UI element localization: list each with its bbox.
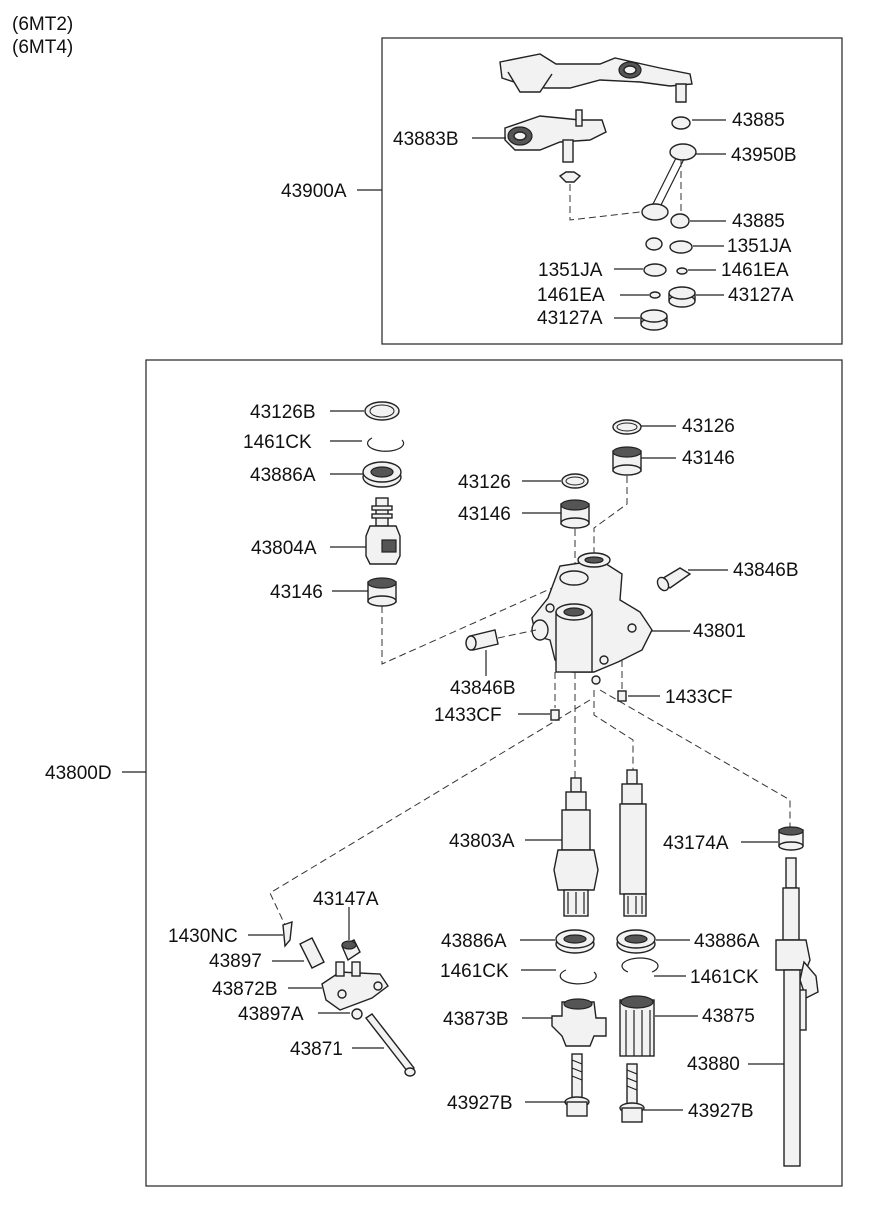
part-43126-center — [561, 473, 589, 489]
label-43804a: 43804A — [251, 538, 317, 559]
part-43146-right — [612, 446, 642, 476]
part-43127a-right — [668, 286, 696, 308]
part-43174a — [778, 826, 804, 851]
part-43927b-right — [619, 1063, 645, 1123]
variant-label-6mt2: (6MT2) — [12, 14, 74, 35]
part-1461ea-right — [676, 267, 688, 275]
label-43127a-right: 43127A — [728, 285, 794, 306]
part-43846b-left — [465, 629, 537, 651]
part-43875-gear — [619, 995, 655, 1057]
part-1351ja-upper-left — [645, 237, 663, 251]
label-43146-left: 43146 — [270, 582, 323, 603]
label-43927b-right: 43927B — [688, 1101, 754, 1122]
part-1461ea-left — [649, 291, 661, 299]
part-1461ck-right — [621, 957, 659, 973]
label-1351ja-right: 1351JA — [727, 236, 792, 257]
label-43886a-right: 43886A — [694, 931, 760, 952]
label-1461ck-right: 1461CK — [690, 967, 759, 988]
part-43897a — [351, 1008, 363, 1020]
label-43885-lower: 43885 — [732, 211, 785, 232]
part-43804a — [365, 497, 401, 565]
label-43875: 43875 — [702, 1006, 755, 1027]
label-43886a-left: 43886A — [441, 931, 507, 952]
label-43800d: 43800D — [45, 763, 112, 784]
assembly-frame-43800d — [145, 359, 843, 1187]
part-43146-center — [560, 499, 590, 529]
label-43883b: 43883B — [393, 129, 459, 150]
part-output-shaft — [619, 769, 647, 917]
part-1433cf-left — [550, 709, 560, 721]
label-1461ea-left: 1461EA — [537, 285, 605, 306]
part-43873b — [551, 998, 607, 1047]
part-43126-right — [612, 419, 642, 435]
part-43885-upper — [671, 116, 691, 130]
label-43846b-right: 43846B — [733, 560, 799, 581]
label-1461ck-top: 1461CK — [243, 432, 312, 453]
part-43950b — [641, 143, 697, 221]
part-43897 — [299, 937, 325, 969]
part-43886a-top — [362, 461, 402, 488]
label-43126-center: 43126 — [458, 472, 511, 493]
part-43880-rail — [775, 857, 819, 1167]
part-1430nc-pin — [282, 920, 293, 948]
label-43885-upper: 43885 — [732, 110, 785, 131]
label-1461ea-right: 1461EA — [721, 260, 789, 281]
part-43872b — [321, 961, 389, 1011]
label-43801: 43801 — [693, 621, 746, 642]
label-43871: 43871 — [290, 1039, 343, 1060]
part-1351ja-left — [643, 263, 667, 277]
label-43146-center: 43146 — [458, 504, 511, 525]
label-43950b: 43950B — [731, 145, 797, 166]
part-43147a — [341, 939, 361, 962]
label-43126b: 43126B — [250, 402, 316, 423]
label-1433cf-right: 1433CF — [665, 687, 733, 708]
part-43801-housing — [531, 552, 653, 685]
label-43873b: 43873B — [443, 1009, 509, 1030]
part-43886a-left — [555, 929, 595, 954]
part-43846b-right — [656, 567, 692, 592]
assembly-frame-43900a — [381, 37, 843, 345]
part-43127a-left — [640, 309, 668, 331]
part-43871-pin — [364, 1013, 416, 1077]
label-43886a-top: 43886A — [250, 465, 316, 486]
label-43174a: 43174A — [663, 833, 729, 854]
label-43147a: 43147A — [313, 889, 379, 910]
part-43886a-right — [616, 929, 656, 954]
label-43897: 43897 — [209, 951, 262, 972]
label-43897a: 43897A — [238, 1004, 304, 1025]
label-43846b-left: 43846B — [450, 678, 516, 699]
part-1461ck-left — [559, 969, 597, 985]
label-43126-right: 43126 — [682, 416, 735, 437]
label-1461ck-left: 1461CK — [440, 961, 509, 982]
part-43927b-left — [564, 1053, 590, 1117]
part-43803a-shaft — [553, 777, 599, 917]
part-43146-left — [367, 577, 397, 607]
label-43880: 43880 — [687, 1054, 740, 1075]
part-1433cf-right — [617, 690, 627, 702]
label-1433cf-left: 1433CF — [434, 705, 502, 726]
part-43883b — [504, 109, 607, 163]
label-43127a-left: 43127A — [537, 308, 603, 329]
part-shift-lever-arm — [499, 53, 693, 103]
part-nut — [558, 171, 582, 183]
label-43900a: 43900A — [281, 181, 347, 202]
part-1351ja-right — [669, 240, 693, 254]
label-43927b-left: 43927B — [447, 1093, 513, 1114]
label-1430nc: 1430NC — [168, 926, 238, 947]
label-43803a: 43803A — [449, 831, 515, 852]
part-1461ck-top — [366, 437, 405, 452]
label-43872b: 43872B — [212, 979, 278, 1000]
label-43146-right: 43146 — [682, 448, 735, 469]
part-43885-lower — [670, 213, 690, 229]
variant-label-6mt4: (6MT4) — [12, 37, 74, 58]
label-1351ja-left: 1351JA — [538, 260, 603, 281]
